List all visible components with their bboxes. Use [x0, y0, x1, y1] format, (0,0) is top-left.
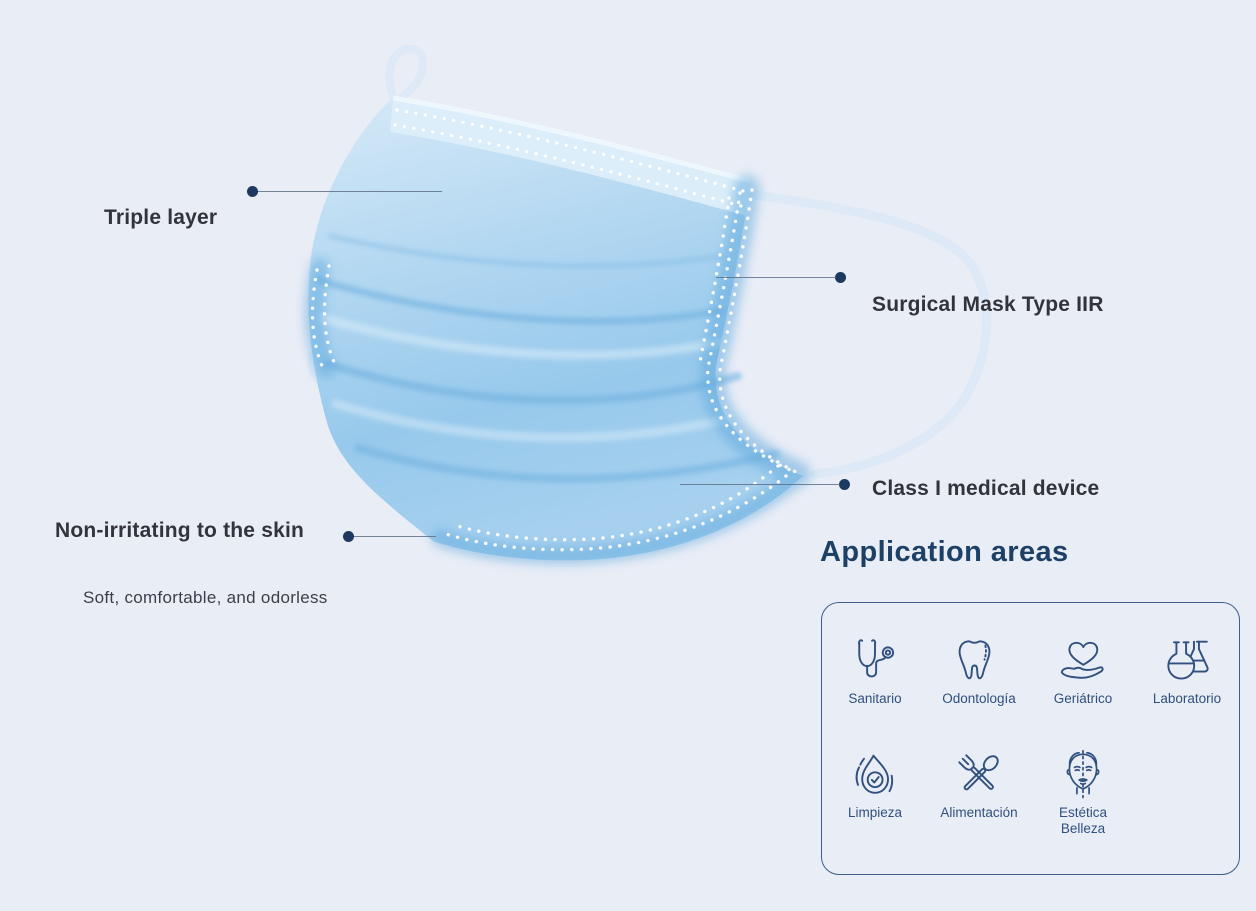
heart-in-hand-icon	[1060, 641, 1104, 679]
application-item-label: Odontología	[942, 691, 1016, 706]
callout-surgical-mask-type: Surgical Mask Type IIR	[872, 293, 1104, 316]
application-item-alimentacion: Alimentación	[927, 744, 1031, 858]
comfort-note: Soft, comfortable, and odorless	[83, 588, 328, 607]
surgical-mask-illustration	[304, 45, 992, 565]
callout-line-class-i-device	[680, 484, 840, 486]
application-item-geriatrico: Geriátrico	[1031, 630, 1135, 744]
water-drop-check-icon	[855, 754, 894, 794]
application-item-label: Sanitario	[848, 691, 902, 706]
application-item-sanitario: Sanitario	[823, 630, 927, 744]
lab-flasks-icon	[1167, 640, 1209, 680]
callout-line-surgical-mask-type	[716, 277, 836, 279]
welded-edges	[304, 175, 811, 565]
callout-line-non-irritating	[354, 536, 436, 538]
callout-dot-surgical-mask-type	[835, 272, 846, 283]
mask-body	[308, 98, 803, 561]
callout-dot-class-i-device	[839, 479, 850, 490]
face-beauty-icon	[1066, 749, 1100, 799]
application-areas-box	[821, 602, 1240, 875]
weld-dots	[310, 108, 802, 552]
mask-pleats	[314, 233, 780, 483]
application-areas-title: Application areas	[820, 536, 1069, 568]
application-item-label: Geriátrico	[1053, 691, 1113, 706]
application-item-label: Alimentación	[940, 805, 1018, 820]
callout-triple-layer: Triple layer	[104, 206, 218, 229]
callout-dot-triple-layer	[247, 186, 258, 197]
application-item-limpieza: Limpieza	[823, 744, 927, 858]
application-item-label: Limpieza	[847, 805, 903, 820]
callout-line-triple-layer	[258, 191, 442, 193]
tooth-icon	[958, 640, 991, 680]
callout-non-irritating: Non-irritating to the skin	[55, 519, 305, 542]
application-item-odontologia: Odontología	[927, 630, 1031, 744]
application-item-estetica-belleza: Estética Belleza	[1031, 744, 1135, 858]
application-item-label: Estética Belleza	[1058, 805, 1108, 837]
callout-class-i-device: Class I medical device	[872, 477, 1100, 500]
callout-dot-non-irritating	[343, 531, 354, 542]
application-item-label: Laboratorio	[1152, 691, 1222, 706]
fork-spoon-icon	[958, 754, 999, 791]
application-areas-grid: Sanitario Odontología Geriátrico	[823, 630, 1239, 858]
stethoscope-icon	[858, 639, 895, 678]
application-item-laboratorio: Laboratorio	[1135, 630, 1239, 744]
